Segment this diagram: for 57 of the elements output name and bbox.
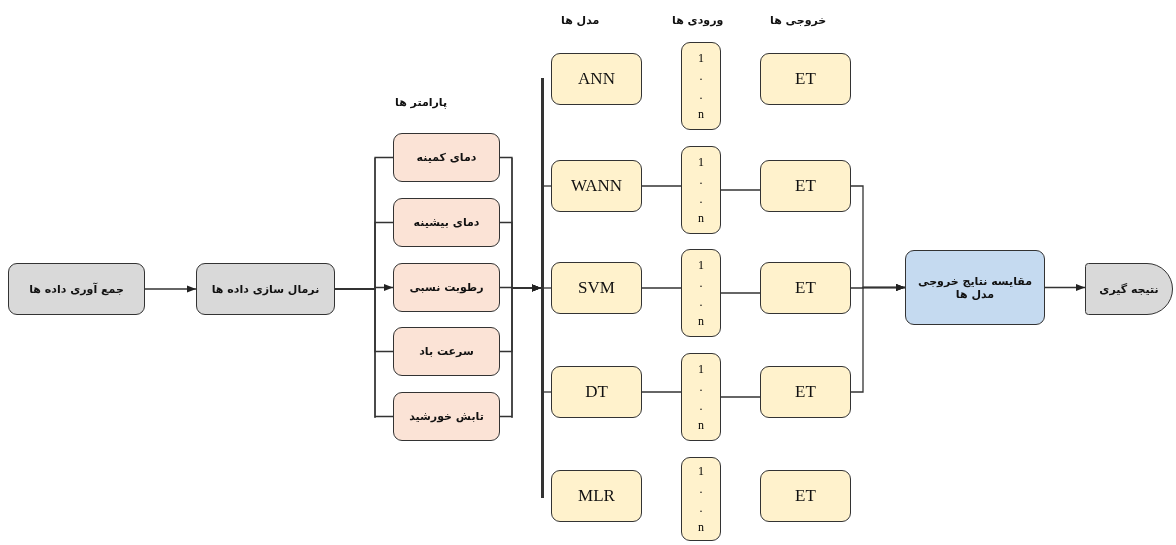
model-box [760,470,851,522]
model-box [551,366,642,418]
model-box [551,160,642,212]
column-heading: مدل ها [561,14,600,27]
node-label: جمع آوری داده ها [29,282,124,296]
input-range-box [681,353,721,441]
node-label: مقایسه نتایج خروجی مدل ها [917,274,1033,301]
node-label: دمای بیشینه [413,216,480,229]
input-range-box [681,42,721,130]
model-box [760,366,851,418]
model-box [760,262,851,314]
parameter-box [393,198,500,247]
node-label: ET [795,176,816,196]
connector-arrow [144,285,197,293]
node-label: سرعت باد [419,345,474,358]
connector-arrow [499,284,542,418]
model-box [551,53,642,105]
input-range-box [681,249,721,337]
node-label: DT [585,382,608,402]
input-range-box [681,457,721,541]
index-range-text: 1 . . n [698,49,704,123]
node-label: تابش خورشید [409,410,484,423]
index-range-text: 1 . . n [698,360,704,434]
index-range-text: 1 . . n [698,256,704,330]
bus-bar [541,78,544,498]
column-heading: پارامتر ها [395,96,448,109]
comparison-box [905,250,1045,325]
node-label: ET [795,486,816,506]
model-box [760,160,851,212]
model-box [551,262,642,314]
connector-arrow [1044,283,1086,292]
node-label: ET [795,382,816,402]
node-label: ANN [578,69,615,89]
node-label: ET [795,278,816,298]
node-label: نتیجه گیری [1099,282,1159,296]
node-label: WANN [571,176,622,196]
process-box [8,263,145,315]
index-range-text: 1 . . n [698,153,704,227]
index-range-text: 1 . . n [698,462,704,536]
connector-arrow [850,283,906,393]
node-label: نرمال سازی داده ها [211,282,320,296]
terminal-box [1085,263,1173,315]
model-box [551,470,642,522]
node-label: MLR [578,486,615,506]
column-heading: خروجی ها [770,14,827,27]
node-label: رطوبت نسبی [409,281,484,294]
parameter-box [393,263,500,312]
process-box [196,263,335,315]
column-heading: ورودی ها [672,14,724,27]
parameter-box [393,133,500,182]
model-box [760,53,851,105]
parameter-box [393,392,500,441]
node-label: SVM [578,278,615,298]
node-label: دمای کمینه [416,151,477,164]
input-range-box [681,146,721,234]
node-label: ET [795,69,816,89]
parameter-box [393,327,500,376]
